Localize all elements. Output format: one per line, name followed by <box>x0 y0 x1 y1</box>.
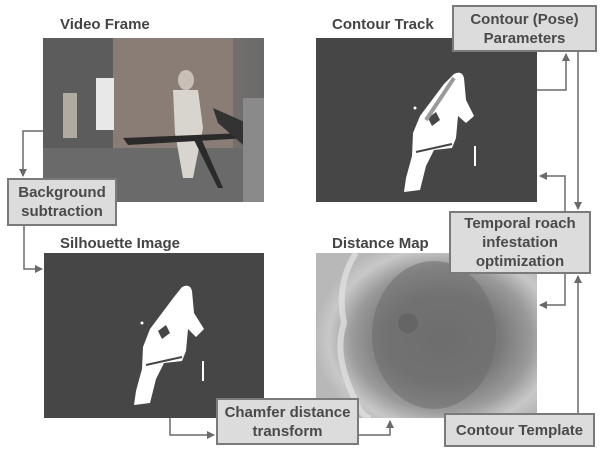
contour-parameters-line2: Parameters <box>483 29 566 47</box>
contour-template-box: Contour Template <box>444 413 595 447</box>
distance-map-title: Distance Map <box>332 235 429 252</box>
contour-track-image <box>316 38 537 202</box>
video-frame-image <box>43 38 264 202</box>
contour-parameters-line1: Contour (Pose) <box>470 10 579 28</box>
silhouette-image <box>44 253 264 418</box>
distance-map-contours <box>337 253 496 418</box>
distance-map-image <box>316 253 537 418</box>
background-subtraction-box: Background subtraction <box>7 178 117 226</box>
temporal-optimization-line3: optimization <box>475 253 565 270</box>
contour-track-title: Contour Track <box>332 16 434 33</box>
chamfer-transform-line2: transform <box>252 422 323 440</box>
chamfer-transform-box: Chamfer distance transform <box>216 398 359 445</box>
contour-template-label: Contour Template <box>455 421 584 439</box>
contour-parameters-box: Contour (Pose) Parameters <box>452 5 597 52</box>
background-subtraction-line2: subtraction <box>21 203 103 220</box>
silhouette-shape <box>134 285 204 405</box>
temporal-optimization-line2: infestation <box>482 234 558 251</box>
chamfer-transform-line1: Chamfer distance <box>224 403 351 421</box>
silhouette-image-title: Silhouette Image <box>60 235 181 252</box>
background-subtraction-line1: Background <box>18 184 106 201</box>
temporal-optimization-line1: Temporal roach <box>464 215 576 232</box>
video-frame-title: Video Frame <box>60 16 150 33</box>
contour-track-silhouette <box>404 72 476 192</box>
treadmill-scene-illustration <box>43 38 264 202</box>
temporal-optimization-box: Temporal roach infestation optimization <box>449 211 591 274</box>
